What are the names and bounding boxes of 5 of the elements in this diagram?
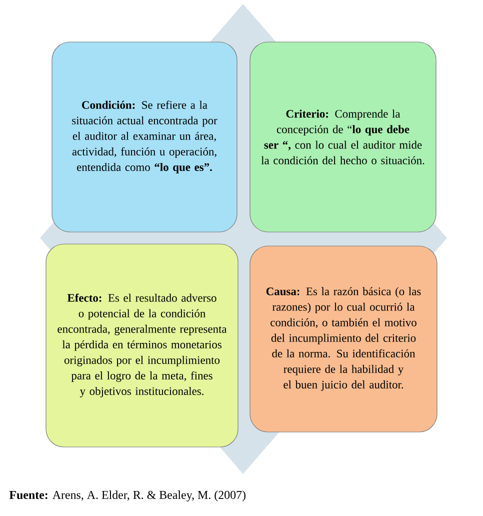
text-box: Condición: Se refiere a la situación actual encontrada por el auditor al examinar un área, actividad, función u operación, entendida como “lo que es”. xyxy=(52,42,238,232)
text-box: Causa: Es la razón básica (o las razones) por lo cual ocurrió la condición, o también el motivo del incumplimiento del criterio de la norma. Su identificación requiere de la habilidad y el buen juicio del auditor. xyxy=(250,246,438,432)
text-box: Criterio: Comprende la concepción de “lo que debe ser “, con lo cual el auditor mide la condición del hecho o situación. xyxy=(250,42,436,232)
caption: Fuente: Arens, A. Elder, R. & Bealey, M. (2007) xyxy=(9,490,246,502)
text-box: Efecto: Es el resultado adverso o potencial de la condición encontrada, generalmente representa la pérdida en términos monetarios originados por el incumplimiento para el logro de la meta, fines y objetivos institucionales. xyxy=(46,244,238,448)
